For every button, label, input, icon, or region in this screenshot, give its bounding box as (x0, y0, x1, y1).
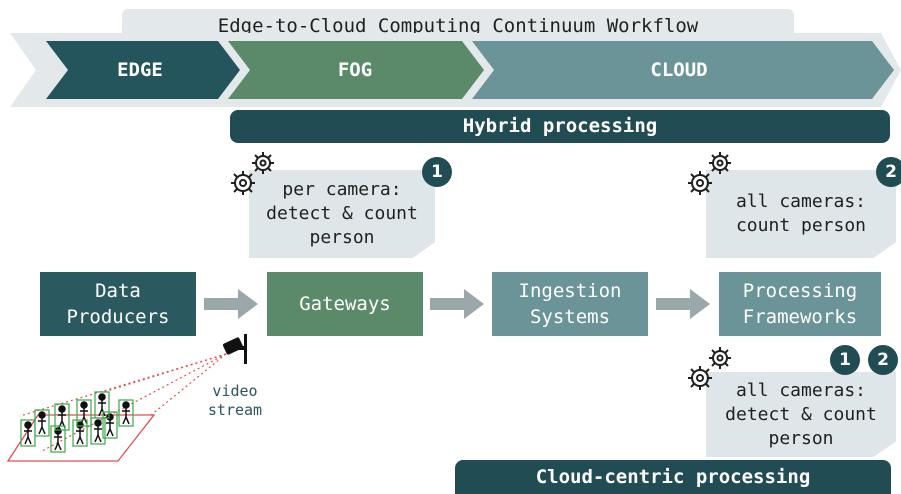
processing-frameworks-label: Processing Frameworks (742, 280, 858, 328)
gateway-task-note: per camera: detect & count person (249, 170, 435, 258)
phase-band (10, 33, 901, 107)
video-stream-label: video stream (207, 382, 263, 419)
ingestion-systems-label: Ingestion Systems (518, 280, 622, 328)
phase-cloud-label: CLOUD (650, 59, 708, 81)
processing-frameworks-box: Processing Frameworks (719, 272, 881, 336)
phase-edge-shape (46, 41, 240, 99)
cloud-centric-task-note: all cameras: detect & count person (706, 372, 896, 457)
cloud-centric-processing-bar: Cloud-centric processing (455, 460, 891, 494)
cloud-hybrid-step-badge: 2 (876, 157, 901, 187)
people-crowd-icon (6, 391, 156, 462)
data-producers-label: Data Producers (66, 280, 170, 328)
arrow-right-icon (430, 289, 484, 319)
gateways-box: Gateways (267, 272, 423, 336)
phase-fog-shape (228, 41, 484, 99)
cloud-hybrid-gears-icon (688, 152, 731, 195)
arrow-right-icon (204, 289, 258, 319)
cloud-hybrid-task-note: all cameras: count person (706, 170, 896, 258)
cloud-hybrid-task-text: all cameras: count person (735, 191, 867, 236)
phase-edge-label: EDGE (117, 59, 163, 81)
cloud-centric-gears-icon (688, 347, 731, 390)
camera-icon (222, 334, 247, 364)
cloud-centric-step-badge-1: 1 (830, 345, 860, 375)
phase-fog-label: FOG (337, 59, 373, 81)
cloud-centric-step-badge-2: 2 (868, 345, 898, 375)
phase-cloud-shape (472, 41, 894, 99)
ingestion-systems-box: Ingestion Systems (492, 272, 648, 336)
gateways-label: Gateways (299, 293, 391, 315)
cloud-centric-task-text: all cameras: detect & count person (725, 379, 877, 449)
arrow-right-icon (656, 289, 710, 319)
gateway-gears-icon (231, 152, 274, 195)
gateway-step-badge: 1 (422, 157, 452, 187)
hybrid-processing-bar: Hybrid processing (230, 110, 890, 143)
gateway-task-text: per camera: detect & count person (266, 179, 418, 248)
data-producers-box: Data Producers (40, 272, 196, 336)
